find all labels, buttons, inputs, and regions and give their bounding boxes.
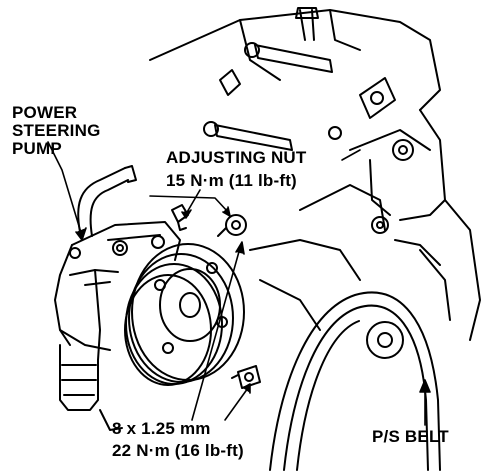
adjusting-nut-torque: 15 N·m (11 lb-ft) [166, 171, 297, 190]
bolt-size-label: 8 x 1.25 mm [112, 419, 211, 438]
bolt-torque-label: 22 N·m (16 lb-ft) [112, 441, 244, 460]
pump-hose [77, 165, 137, 237]
pulley [124, 243, 245, 386]
adjusting-nut-hardware [171, 204, 247, 237]
pump-label-line2: STEERING [12, 121, 101, 140]
nut-leader-right [149, 195, 229, 213]
lower-bolt [231, 365, 261, 389]
upper-bolts [203, 7, 342, 151]
ps-belt-label: P/S BELT [372, 427, 449, 446]
pump-body [54, 221, 181, 431]
pump-label-line1: POWER [12, 103, 78, 122]
adjusting-nut-label: ADJUSTING NUT [166, 148, 307, 167]
engine-block [149, 9, 481, 341]
pump-label-line3: PUMP [12, 139, 62, 158]
pump-leader [47, 141, 83, 237]
bolt-leader-up [191, 247, 241, 421]
bolt-leader-down [224, 387, 249, 421]
nut-leader-left [185, 189, 201, 215]
ps-belt [269, 291, 441, 471]
leader-lines [47, 141, 431, 426]
